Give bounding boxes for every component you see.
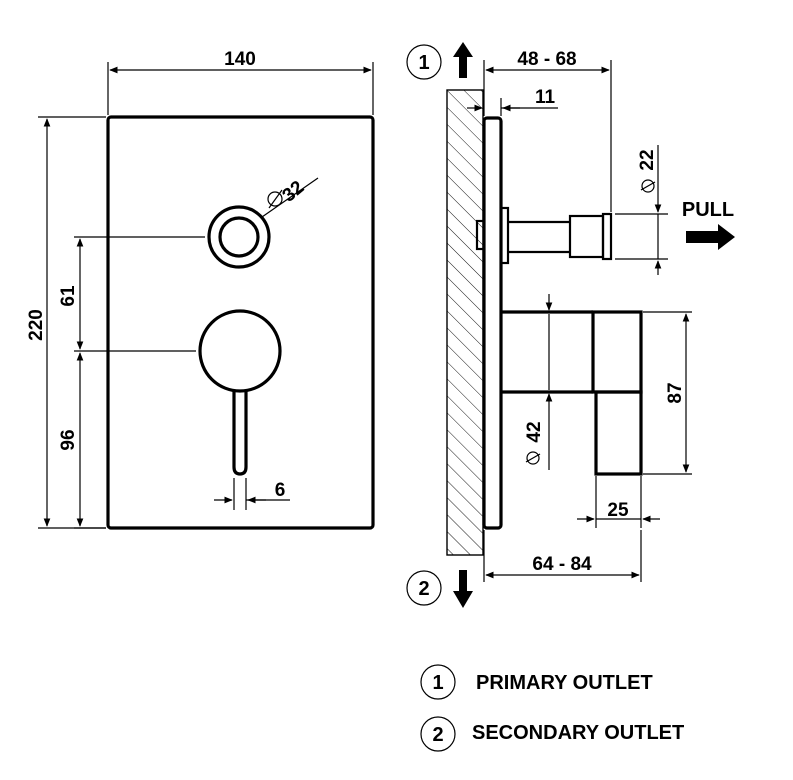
diameter-symbol [267,191,283,207]
dim-upper-offset: 61 [58,285,79,307]
legend-item-primary: 1 PRIMARY OUTLET [420,664,653,700]
mixer-handle [198,309,282,393]
diameter-symbol [526,451,540,465]
dim-width: 140 [224,49,256,70]
dim-height: 220 [26,309,47,341]
legend-label-1: PRIMARY OUTLET [476,672,653,694]
legend-number-1: 1 [432,672,443,694]
pull-label: PULL [682,199,734,221]
legend: 1 PRIMARY OUTLET 2 SECONDARY OUTLET [420,664,684,752]
cover-plate [106,115,375,530]
legend-badge-1 [420,664,456,700]
outlet-2-badge [406,570,442,606]
front-view: 140 220 61 96 32 6 [26,49,375,530]
outlet-1-badge [406,44,442,80]
dim-handle-height: 87 [665,382,686,403]
dim-handle-width: 25 [607,500,629,521]
legend-badge-2 [420,716,456,752]
legend-number-2: 2 [432,724,443,746]
diverter-knob-outer [207,205,271,269]
diverter-knob-side [568,214,605,259]
mixer-lever [232,391,248,476]
dim-lower-offset: 96 [58,429,79,450]
side-view: 48 - 68 11 22 PULL 42 87 [406,42,735,608]
handle-upper [591,310,643,394]
diverter-knob-cap [601,212,613,261]
diverter-collar [499,206,510,265]
pull-arrow-icon [686,224,735,250]
handle-lower [594,390,643,476]
diverter-stem-back [475,219,486,251]
diverter-stem [508,220,570,254]
plate-side [482,116,503,530]
down-arrow-icon [453,570,473,608]
dim-pull-diameter: 22 [637,149,658,170]
outlet-1-number: 1 [418,52,429,74]
mixer-body [501,310,593,394]
outlet-2-number: 2 [418,578,429,600]
diverter-knob-inner [218,216,260,258]
dim-handle-diameter: 42 [524,421,545,442]
diameter-symbol [641,179,655,193]
dim-depth-bottom: 64 - 84 [532,554,592,575]
legend-label-2: SECONDARY OUTLET [472,722,684,744]
dim-lever-width: 6 [275,480,286,501]
dim-plate-thickness: 11 [535,87,556,108]
up-arrow-icon [453,42,473,78]
dim-depth-top: 48 - 68 [517,49,576,70]
legend-item-secondary: 2 SECONDARY OUTLET [420,716,684,752]
wall-section [446,89,484,556]
